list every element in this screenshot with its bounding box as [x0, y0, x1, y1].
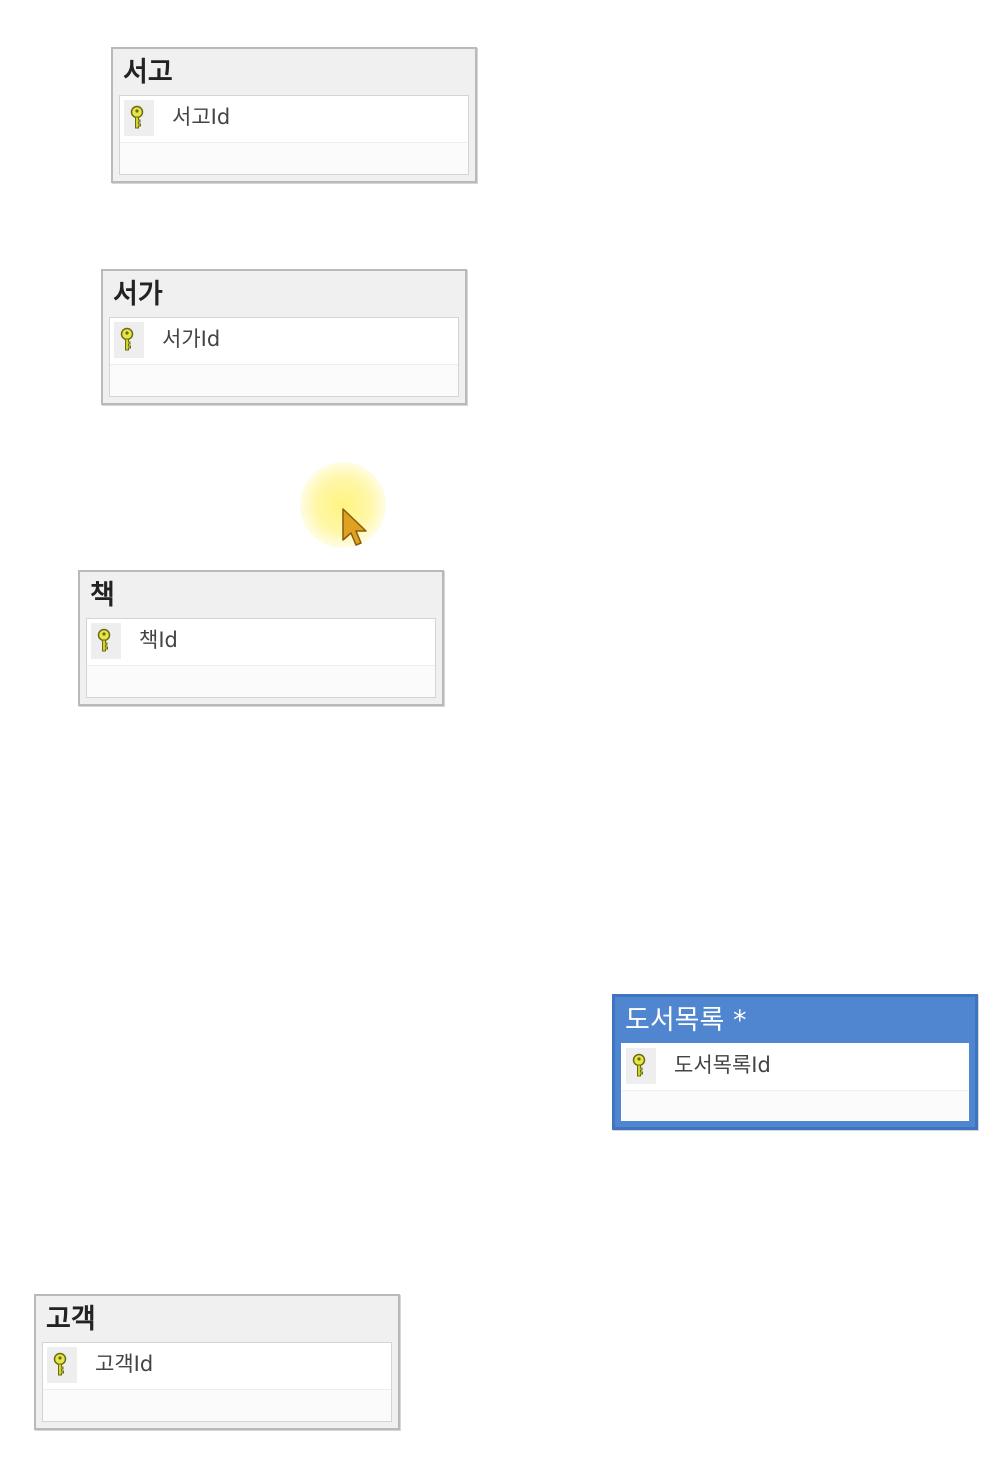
table-doseomokrok[interactable]: 도서목록 * 도서목록Id: [612, 994, 978, 1130]
column-row[interactable]: 고객Id: [43, 1343, 391, 1390]
column-row[interactable]: 서고Id: [120, 96, 468, 143]
table-chaek[interactable]: 책 책Id: [78, 570, 444, 706]
table-body: 도서목록Id: [621, 1043, 969, 1121]
column-name[interactable]: 책Id: [139, 628, 178, 652]
primary-key-icon: [97, 628, 111, 652]
column-row[interactable]: 책Id: [87, 619, 435, 666]
table-title[interactable]: 서가: [113, 279, 163, 310]
primary-key-icon: [120, 327, 134, 351]
column-name[interactable]: 서고Id: [172, 105, 231, 129]
column-row[interactable]: 서가Id: [110, 318, 458, 365]
table-gogaek[interactable]: 고객 고객Id: [34, 1294, 400, 1430]
table-title[interactable]: 서고: [123, 57, 173, 88]
column-name[interactable]: 고객Id: [95, 1352, 154, 1376]
table-body: 고객Id: [42, 1342, 392, 1422]
table-body: 서가Id: [109, 317, 459, 397]
mouse-cursor-icon: [342, 508, 367, 546]
table-title[interactable]: 도서목록 *: [625, 1005, 747, 1036]
table-body: 책Id: [86, 618, 436, 698]
table-seoga[interactable]: 서가 서가Id: [101, 269, 467, 405]
primary-key-icon: [632, 1053, 646, 1077]
primary-key-icon: [53, 1352, 67, 1376]
primary-key-icon: [130, 105, 144, 129]
table-seogo[interactable]: 서고 서고Id: [111, 47, 477, 183]
column-name[interactable]: 도서목록Id: [674, 1053, 771, 1077]
table-title[interactable]: 고객: [46, 1304, 96, 1335]
column-name[interactable]: 서가Id: [162, 327, 221, 351]
table-title[interactable]: 책: [90, 580, 115, 611]
column-row[interactable]: 도서목록Id: [622, 1044, 968, 1091]
table-body: 서고Id: [119, 95, 469, 175]
